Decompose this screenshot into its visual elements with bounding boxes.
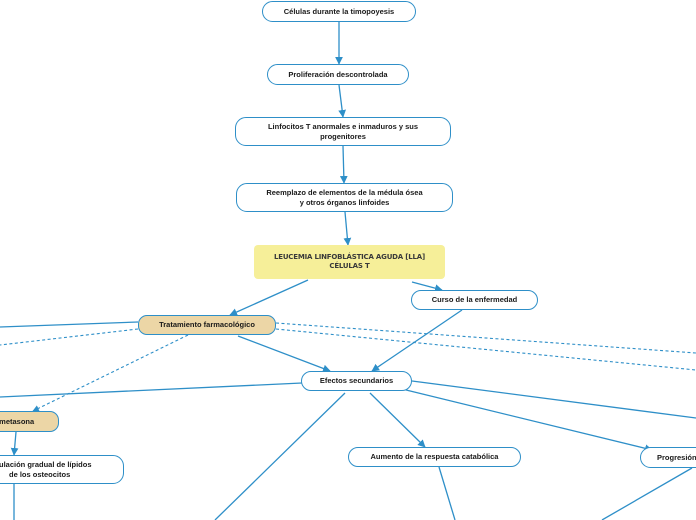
node-progresion-label: Progresión	[657, 452, 696, 462]
node-aumento-label: Aumento de la respuesta catabólica	[370, 452, 499, 462]
link-aumento-down	[438, 466, 456, 520]
link-efectos-left	[0, 382, 303, 398]
link-reemplazo-lla	[343, 211, 352, 246]
link-efectos-right	[411, 380, 696, 419]
node-tratamiento-label: Tratamiento farmacológico	[159, 320, 255, 330]
link-dexametasona-acumulacion	[10, 431, 19, 456]
link-efectos-progresion	[401, 388, 653, 453]
node-proliferacion-label: Proliferación descontrolada	[288, 69, 388, 79]
node-linfocitos[interactable]: Linfocitos T anormales e inmaduros y sus…	[235, 117, 451, 146]
node-reemplazo[interactable]: Reemplazo de elementos de la médula ósea…	[236, 183, 453, 212]
node-lla-label-2: CÉLULAS T	[329, 262, 370, 270]
node-efectos-secundarios[interactable]: Efectos secundarios	[301, 371, 412, 391]
link-progresion-down	[601, 467, 693, 520]
link-tratamiento-left-lower	[0, 328, 139, 346]
node-acumulacion-lipidos[interactable]: ulación gradual de lípidos de los osteoc…	[0, 455, 124, 484]
link-tratamiento-left-upper	[0, 321, 139, 328]
link-tratamiento-efectos	[237, 335, 331, 373]
node-curso-enfermedad[interactable]: Curso de la enfermedad	[411, 290, 538, 310]
node-acumulacion-label-1: ulación gradual de lípidos	[0, 460, 92, 470]
link-tratamiento-right-lower	[275, 328, 696, 371]
node-proliferacion[interactable]: Proliferación descontrolada	[267, 64, 409, 85]
node-lla-label-1: LEUCEMIA LINFOBLÁSTICA AGUDA [LLA]	[273, 253, 425, 262]
link-tratamiento-right-upper	[275, 322, 696, 354]
node-acumulacion-label-2: de los osteocitos	[9, 469, 71, 479]
node-celulas-timopoyesis-label: Células durante la timopoyesis	[283, 6, 395, 16]
link-lla-tratamiento	[229, 279, 309, 316]
link-linfocitos-reemplazo	[339, 145, 348, 184]
link-efectos-aumento	[369, 392, 426, 448]
node-aumento-catabolica[interactable]: Aumento de la respuesta catabólica	[348, 447, 521, 467]
link-proliferacion-linfocitos	[338, 84, 346, 118]
node-reemplazo-label-1: Reemplazo de elementos de la médula ósea	[266, 188, 423, 198]
node-celulas-timopoyesis[interactable]: Células durante la timopoyesis	[262, 1, 416, 22]
link-efectos-down	[214, 392, 346, 520]
node-dexametasona[interactable]: ametasona	[0, 411, 59, 432]
node-dexametasona-label: ametasona	[0, 416, 35, 426]
node-reemplazo-label-2: y otros órganos linfoides	[299, 197, 390, 207]
node-linfocitos-label-2: progenitores	[320, 131, 366, 141]
node-curso-label: Curso de la enfermedad	[431, 295, 518, 305]
node-progresion[interactable]: Progresión	[640, 447, 696, 468]
node-lla-central[interactable]: LEUCEMIA LINFOBLÁSTICA AGUDA [LLA] CÉLUL…	[254, 245, 445, 279]
link-lla-curso	[411, 281, 443, 292]
link-tratamiento-dexametasona	[32, 334, 189, 412]
node-efectos-label: Efectos secundarios	[319, 376, 394, 386]
link-curso-efectos	[371, 309, 463, 372]
node-linfocitos-label-1: Linfocitos T anormales e inmaduros y sus	[267, 122, 419, 132]
node-tratamiento-farmacologico[interactable]: Tratamiento farmacológico	[138, 315, 276, 335]
